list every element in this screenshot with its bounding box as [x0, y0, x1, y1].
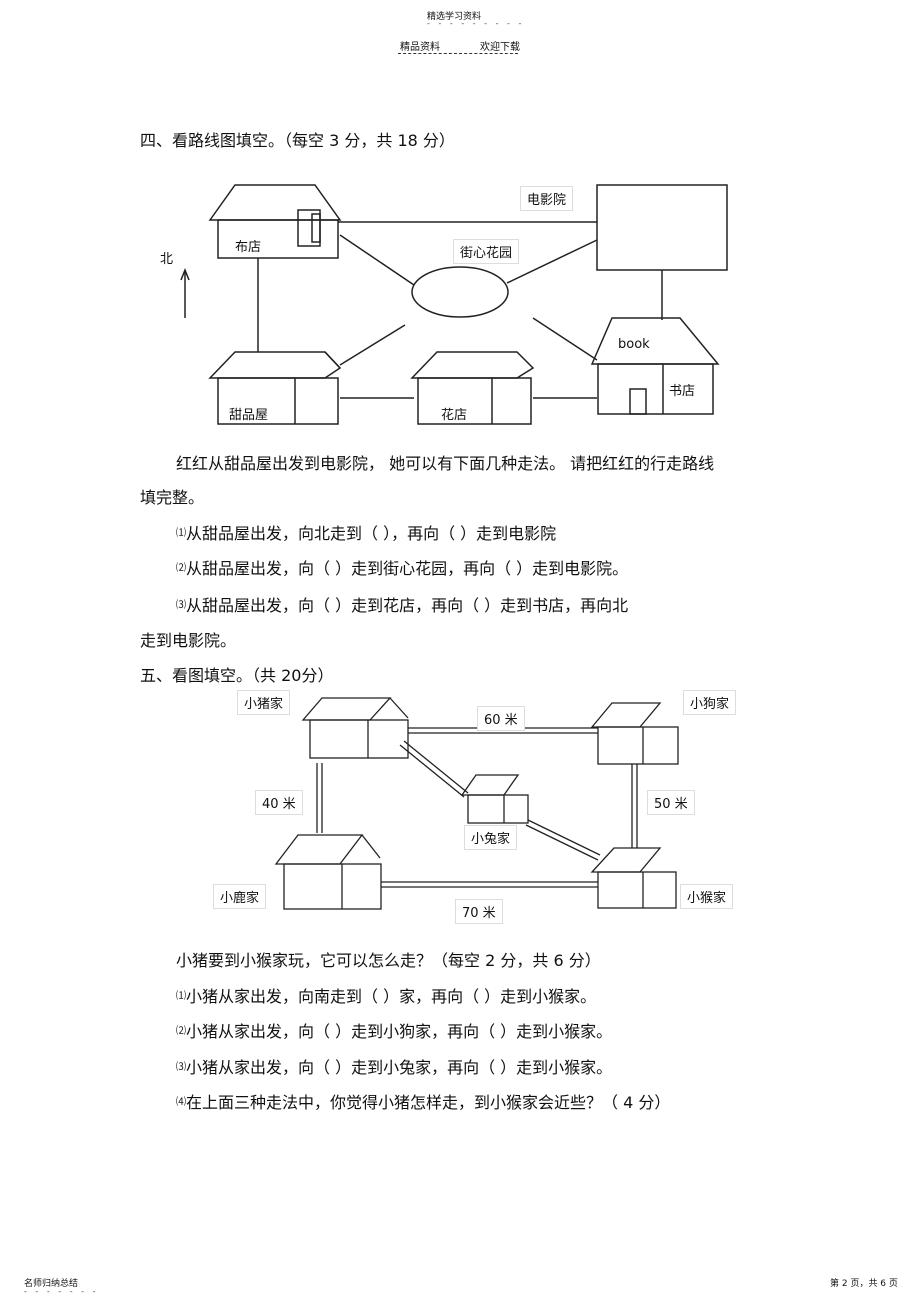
bookstore-building [597, 363, 714, 415]
distance-50: 50 米 [647, 790, 695, 815]
q4-intro-line1: 红红从甜品屋出发到电影院， 她可以有下面几种走法。 请把红红的行走路线 [176, 454, 715, 473]
q4-intro-line2: 填完整。 [140, 488, 205, 507]
q5-item-1: ⑴小猪从家出发，向南走到（ ）家，再向（ ）走到小猴家。 [176, 987, 597, 1006]
rabbit-house-building [467, 794, 529, 824]
bookstore-label: 书店 [669, 384, 696, 399]
deer-house-roof [274, 834, 364, 865]
footer-left: 名师归纳总结 [24, 1279, 79, 1289]
footer-dots: - - - - - - - [24, 1287, 99, 1296]
distance-60: 60 米 [477, 706, 525, 731]
q4-item-3-continued: 走到电影院。 [140, 631, 237, 650]
q5-intro: 小猪要到小猴家玩，它可以怎么走？（每空 2 分，共 6 分） [176, 951, 601, 970]
flower-shop-label: 花店 [441, 408, 468, 423]
garden-ellipse [411, 266, 509, 318]
q4-title: 四、看路线图填空。（每空 3 分，共 18 分） [140, 131, 455, 150]
pig-house-building [309, 719, 409, 759]
dog-house-building [597, 726, 679, 765]
rabbit-house-label: 小兔家 [464, 825, 518, 850]
dog-house-roof [590, 702, 662, 728]
sweet-shop-building [217, 377, 339, 425]
deer-house-label: 小鹿家 [213, 884, 267, 909]
distance-70: 70 米 [455, 899, 503, 924]
distance-40: 40 米 [255, 790, 303, 815]
bookstore-sign: book [618, 337, 650, 352]
garden-label: 街心花园 [453, 239, 520, 264]
cloth-shop-label: 布店 [235, 240, 262, 255]
cloth-shop-building [217, 219, 339, 259]
monkey-house-roof [590, 847, 662, 873]
q5-item-3: ⑶小猪从家出发，向（ ）走到小兔家，再向（ ）走到小猴家。 [176, 1058, 613, 1077]
header-right: 欢迎下载 [480, 42, 520, 53]
q5-item-2: ⑵小猪从家出发，向（ ）走到小狗家，再向（ ）走到小猴家。 [176, 1022, 613, 1041]
north-label: 北 [160, 252, 174, 267]
dog-house-label: 小狗家 [683, 690, 737, 715]
header-dots: - - - - - - - - - [427, 19, 525, 28]
deer-house-building [283, 863, 382, 910]
q5-item-4: ⑷在上面三种走法中，你觉得小猪怎样走，到小猴家会近些？（ 4 分） [176, 1093, 671, 1112]
monkey-house-label: 小猴家 [680, 884, 734, 909]
flower-shop-building [417, 377, 532, 425]
monkey-house-building [597, 871, 677, 909]
cinema-label: 电影院 [520, 186, 574, 211]
pig-house-label: 小猪家 [237, 690, 291, 715]
q4-item-2: ⑵从甜品屋出发，向（ ）走到街心花园，再向（ ）走到电影院。 [176, 559, 629, 578]
header-top: 精选学习资料 [427, 12, 482, 22]
header-left: 精品资料 [400, 42, 440, 53]
header-divider [398, 53, 518, 54]
page-number: 第 2 页，共 6 页 [830, 1279, 898, 1289]
q4-item-3: ⑶从甜品屋出发，向（ ）走到花店，再向（ ）走到书店，再向北 [176, 596, 629, 615]
q5-title: 五、看图填空。（共 20分） [140, 666, 334, 685]
q4-item-1: ⑴从甜品屋出发，向北走到（ ），再向（ ）走到电影院 [176, 524, 557, 543]
pig-house-roof [301, 697, 392, 721]
sweet-shop-label: 甜品屋 [229, 408, 269, 423]
rabbit-house-roof [460, 774, 520, 796]
